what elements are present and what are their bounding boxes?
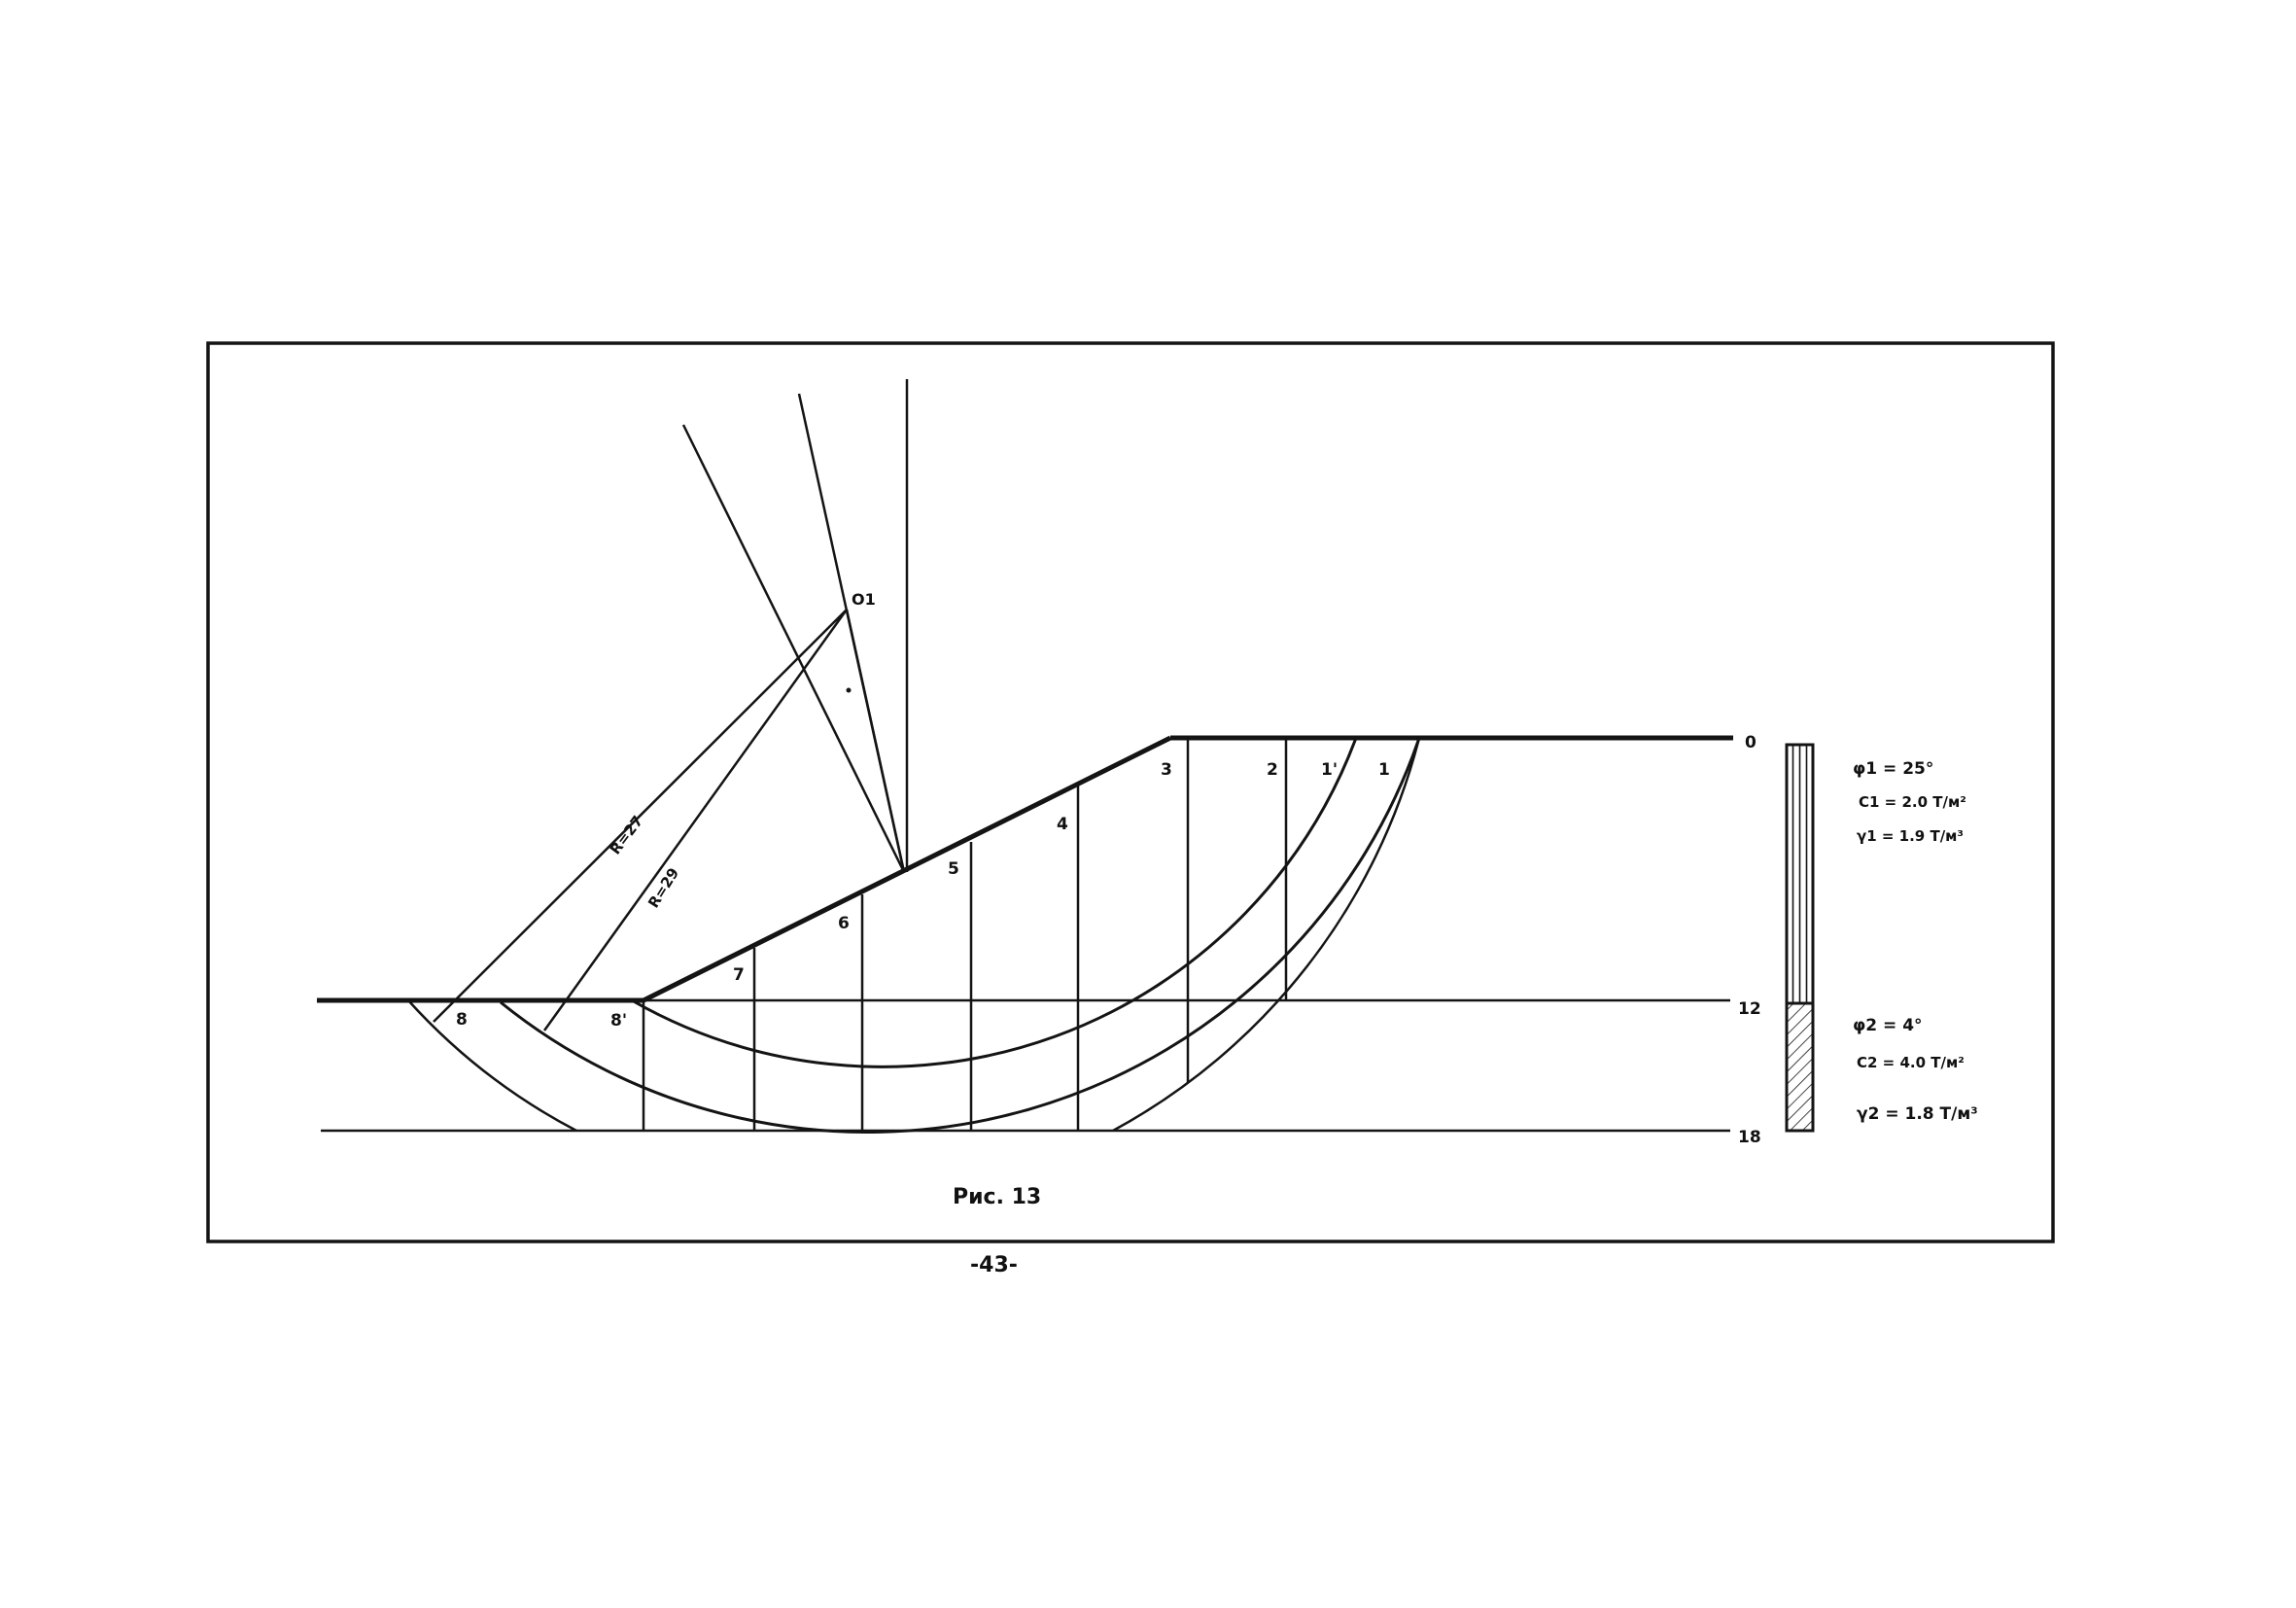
slip-circle-r29-outer bbox=[1112, 737, 1421, 1133]
radius-line-r27 bbox=[433, 609, 848, 1023]
lower-layer-column bbox=[1785, 1001, 1815, 1133]
slip-circle-r27 bbox=[631, 737, 1358, 1068]
level-label-middle: 12 bbox=[1738, 999, 1761, 1019]
center-label: O1 bbox=[852, 590, 876, 609]
slice-label: 1 bbox=[1378, 760, 1390, 780]
slip-circle-r29 bbox=[500, 737, 1421, 1135]
slice-label: 7 bbox=[733, 965, 745, 985]
lower-layer-phi: φ2 = 4° bbox=[1853, 1016, 1923, 1035]
level-label-bottom: 18 bbox=[1738, 1128, 1761, 1147]
slip-circle-r27-outer bbox=[407, 999, 577, 1133]
construction-ray bbox=[681, 424, 906, 873]
radius-line-r29 bbox=[542, 609, 849, 1031]
upper-layer-phi: φ1 = 25° bbox=[1853, 759, 1933, 779]
slice-label: 3 bbox=[1161, 760, 1172, 780]
slice-label: 6 bbox=[838, 914, 850, 933]
radius-label: R=29 bbox=[644, 864, 682, 911]
level-label-top: 0 bbox=[1745, 733, 1757, 752]
lower-layer-gamma: γ2 = 1.8 T/м³ bbox=[1857, 1104, 1978, 1124]
center-dot bbox=[846, 687, 852, 693]
slice-label: 1' bbox=[1321, 760, 1338, 780]
lower-layer-c: C2 = 4.0 T/м² bbox=[1857, 1054, 1965, 1071]
upper-layer-c: C1 = 2.0 T/м² bbox=[1859, 793, 1966, 811]
page-number: -43- bbox=[970, 1253, 1018, 1277]
upper-layer-gamma: γ1 = 1.9 T/м³ bbox=[1857, 827, 1964, 845]
upper-layer-column bbox=[1785, 743, 1815, 1005]
slice-label: 8 bbox=[456, 1010, 468, 1030]
figure-caption: Рис. 13 bbox=[953, 1185, 1041, 1209]
radius-label: R=27 bbox=[607, 813, 646, 858]
slice-label: 2 bbox=[1267, 760, 1278, 780]
slice-label: 8' bbox=[610, 1011, 627, 1031]
center-to-slope-line bbox=[845, 609, 906, 873]
slice-label: 5 bbox=[948, 859, 959, 879]
figure-frame bbox=[206, 341, 2055, 1243]
slice-label: 4 bbox=[1057, 815, 1068, 834]
